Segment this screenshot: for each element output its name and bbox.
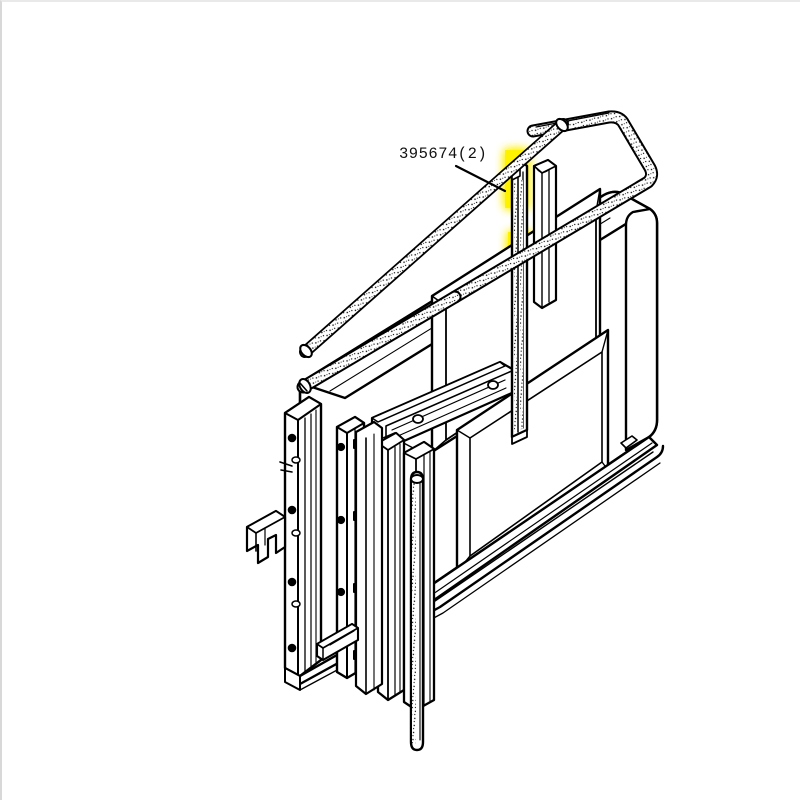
part-number-callout-395674: 395674(2): [399, 145, 488, 163]
mounting-bracket-lower: [315, 622, 360, 662]
construction-marks: [279, 382, 308, 473]
division-bar-channel: [510, 158, 529, 445]
frame-vertical-post: [532, 158, 558, 310]
callout-leader-line: [454, 164, 507, 193]
left-vertical-panel: [283, 395, 323, 691]
lower-diagonal-rod: [299, 117, 569, 359]
mounting-bracket-upper: [245, 509, 287, 565]
seal-strip-c: [354, 420, 384, 696]
long-seal-strip: [409, 470, 425, 752]
upper-bent-weatherstrip-rod: [296, 110, 659, 394]
